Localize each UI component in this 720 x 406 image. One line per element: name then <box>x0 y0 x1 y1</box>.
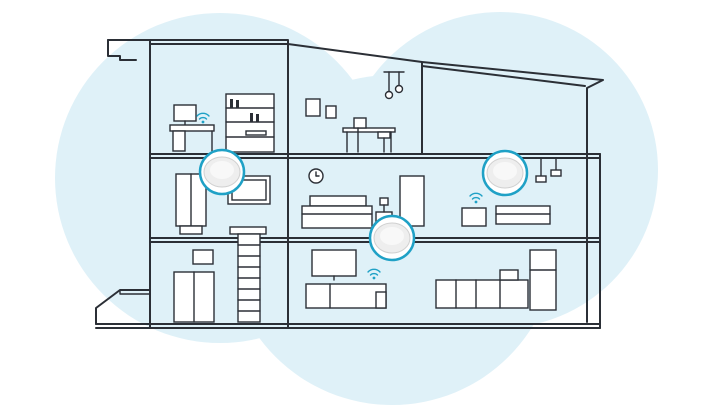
wifi-signal-icon <box>469 192 483 204</box>
house-structure <box>95 39 604 329</box>
ground-right-room <box>435 249 557 311</box>
ground-middle-room <box>305 249 387 309</box>
wifi-signal-icon <box>367 268 381 280</box>
top-left-room <box>169 93 275 153</box>
middle-right-room <box>461 157 562 227</box>
mesh-wifi-router-icon <box>368 214 416 262</box>
staircase <box>229 226 267 323</box>
top-middle-room <box>305 71 405 153</box>
wifi-signal-icon <box>196 112 210 124</box>
mesh-wifi-router-icon <box>198 148 246 196</box>
mesh-wifi-router-icon <box>481 149 529 197</box>
middle-middle-room <box>301 168 425 229</box>
ground-left-room <box>173 249 215 323</box>
